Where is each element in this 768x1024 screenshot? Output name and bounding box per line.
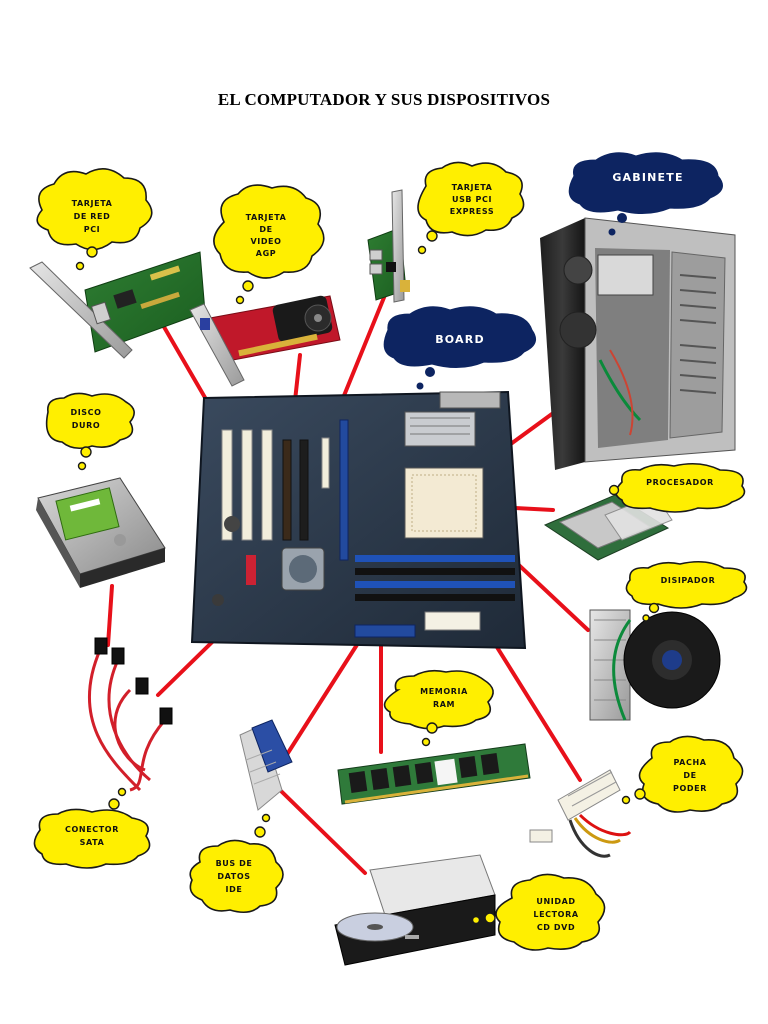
line-dvd <box>278 788 367 875</box>
cloud-memoria-ram: MEMORIA RAM <box>383 669 494 747</box>
label-line: TARJETA <box>72 199 113 208</box>
power-connector-image <box>529 769 632 858</box>
label-line: DE <box>683 771 696 780</box>
line-ide <box>284 638 362 758</box>
video-card-image <box>189 295 341 387</box>
label-line: TARJETA <box>452 183 493 192</box>
label-line: BOARD <box>435 333 485 346</box>
label-line: CONECTOR <box>65 825 119 834</box>
cloud-disipador: DISIPADOR <box>625 560 748 622</box>
label-line: PROCESADOR <box>646 478 714 487</box>
label-line: PACHA <box>673 758 706 767</box>
line-disco <box>106 584 114 647</box>
label-line: GABINETE <box>612 171 683 184</box>
label-line: MEMORIA <box>420 687 468 696</box>
cloud-board: BOARD <box>383 306 537 390</box>
svg-text:BOARD: BOARD <box>435 333 485 346</box>
label-line: UNIDAD <box>536 897 575 906</box>
hard-disk-image <box>36 477 166 588</box>
motherboard-image <box>190 390 527 650</box>
cloud-gabinete: GABINETE <box>568 152 723 236</box>
label-line: PODER <box>673 784 707 793</box>
label-line: CD DVD <box>537 923 575 932</box>
cooler-image <box>589 609 721 721</box>
label-line: EXPRESS <box>450 207 495 216</box>
label-line: LECTORA <box>533 910 578 919</box>
label-line: VIDEO <box>250 237 281 246</box>
dvd-drive-image <box>334 854 496 966</box>
usb-card-image <box>367 189 410 303</box>
label-line: RAM <box>433 700 455 709</box>
label-line: PCI <box>84 225 101 234</box>
network-card-image <box>29 251 206 359</box>
cloud-tarjeta-video: TARJETA DE VIDEO AGP <box>213 184 325 305</box>
label-line: DE <box>259 225 272 234</box>
page-title: EL COMPUTADOR Y SUS DISPOSITIVOS <box>217 90 551 109</box>
svg-text:PROCESADOR: PROCESADOR <box>646 478 714 487</box>
svg-text:GABINETE: GABINETE <box>612 171 683 184</box>
cloud-conector-sata: CONECTOR SATA <box>33 787 151 869</box>
ide-cable-image <box>239 719 293 811</box>
cloud-unidad-lectora: UNIDAD LECTORA CD DVD <box>471 873 606 951</box>
label-line: SATA <box>80 838 105 847</box>
label-line: DE RED <box>74 212 111 221</box>
cloud-tarjeta-usb: TARJETA USB PCI EXPRESS <box>417 161 525 255</box>
label-line: BUS DE <box>216 859 253 868</box>
ram-module-image <box>337 743 531 805</box>
label-line: TARJETA <box>246 213 287 222</box>
label-line: DATOS <box>217 872 250 881</box>
cloud-bus-datos: BUS DE DATOS IDE <box>189 813 284 914</box>
label-line: IDE <box>226 885 243 894</box>
cloud-tarjeta-red: TARJETA DE RED PCI <box>36 168 153 271</box>
label-line: DURO <box>72 421 101 430</box>
label-line: DISIPADOR <box>661 576 716 585</box>
cloud-pacha-poder: PACHA DE PODER <box>621 735 744 813</box>
label-line: USB PCI <box>452 195 492 204</box>
cloud-procesador: PROCESADOR <box>608 462 746 513</box>
label-line: AGP <box>256 249 276 258</box>
label-line: DISCO <box>70 408 101 417</box>
svg-text:DISIPADOR: DISIPADOR <box>661 576 716 585</box>
cloud-disco-duro: DISCO DURO <box>45 392 135 471</box>
sata-cable-image <box>88 637 173 792</box>
computer-case-image <box>540 217 736 470</box>
